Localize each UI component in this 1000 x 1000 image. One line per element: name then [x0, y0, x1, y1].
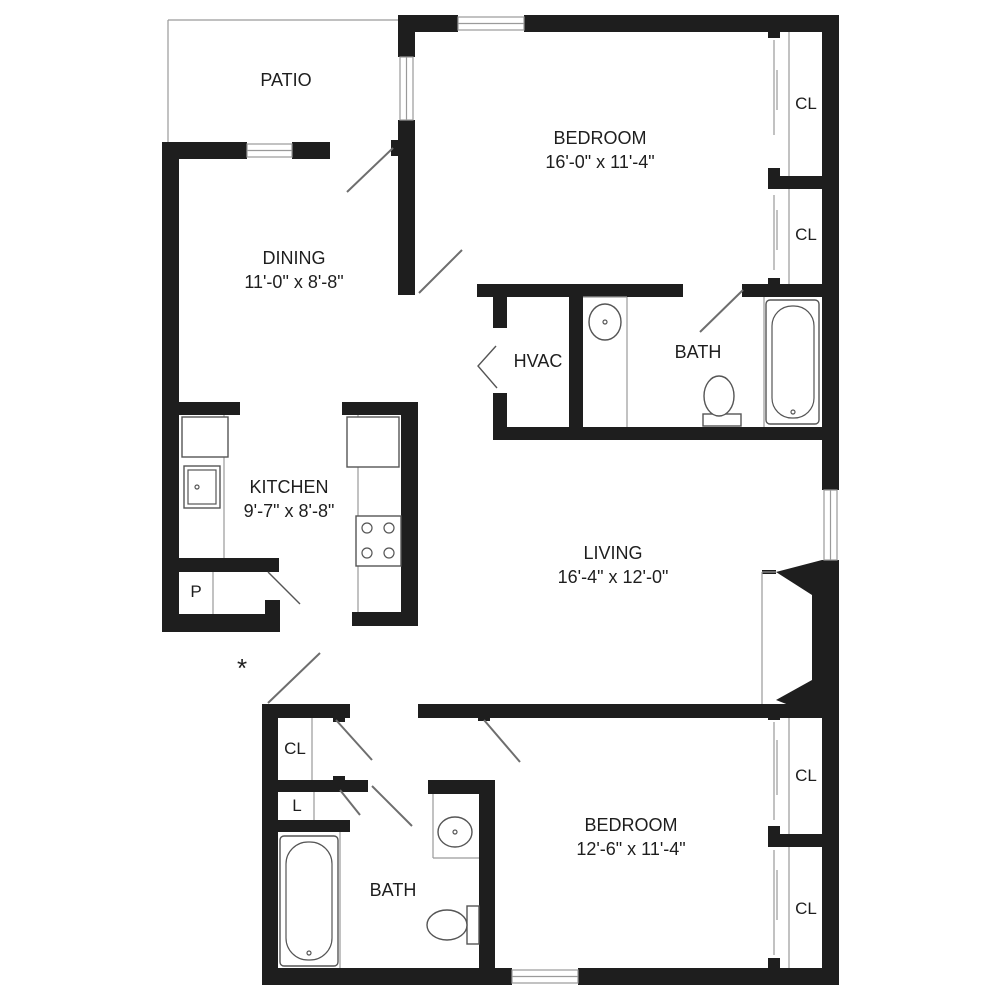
hvac-name: HVAC	[513, 351, 563, 371]
room-label-bedroom-2: BEDROOM 12'-6" x 11'-4"	[576, 813, 685, 861]
closet-b1-bottom-name: CL	[795, 225, 817, 244]
patio-name: PATIO	[260, 70, 312, 90]
bedroom-1-dims: 16'-0" x 11'-4"	[545, 152, 655, 172]
closet-hall-name: CL	[284, 739, 306, 758]
room-label-dining: DINING 11'-0" x 8'-8"	[244, 246, 343, 294]
kitchen-name: KITCHEN	[249, 477, 329, 497]
room-label-bedroom-1: BEDROOM 16'-0" x 11'-4"	[545, 126, 654, 174]
bedroom-2-name: BEDROOM	[584, 815, 678, 835]
pantry-name: P	[190, 582, 202, 601]
closet-b2-bottom-name: CL	[795, 899, 817, 918]
room-label-patio: PATIO	[260, 68, 311, 92]
room-label-closet-b2-bottom: CL	[795, 897, 817, 921]
room-label-closet-hall: CL	[284, 737, 306, 761]
bedroom-2-dims: 12'-6" x 11'-4"	[576, 839, 686, 859]
kitchen-dims: 9'-7" x 8'-8"	[243, 501, 335, 521]
bath-2-name: BATH	[369, 880, 417, 900]
entry-marker: *	[236, 653, 248, 683]
living-name: LIVING	[583, 543, 643, 563]
closet-b1-top-name: CL	[795, 94, 817, 113]
patio-outline	[167, 19, 398, 142]
doors	[267, 147, 744, 827]
windows	[246, 16, 838, 984]
room-label-bath-2: BATH	[370, 878, 417, 902]
room-label-closet-b2-top: CL	[795, 764, 817, 788]
closet-b2-top-name: CL	[795, 766, 817, 785]
dining-name: DINING	[262, 248, 326, 268]
room-label-closet-b1-bottom: CL	[795, 223, 817, 247]
room-label-living: LIVING 16'-4" x 12'-0"	[558, 541, 669, 589]
room-label-linen: L	[292, 794, 301, 818]
room-label-kitchen: KITCHEN 9'-7" x 8'-8"	[244, 475, 335, 523]
living-dims: 16'-4" x 12'-0"	[557, 567, 669, 587]
room-label-closet-b1-top: CL	[795, 92, 817, 116]
bath-1-name: BATH	[674, 342, 722, 362]
room-label-hvac: HVAC	[514, 349, 563, 373]
bedroom-1-name: BEDROOM	[553, 128, 647, 148]
walls	[162, 15, 839, 985]
room-label-pantry: P	[190, 580, 201, 604]
entry-marker-symbol: *	[236, 653, 248, 683]
room-label-bath-1: BATH	[675, 340, 722, 364]
fixtures	[181, 299, 820, 967]
dining-dims: 11'-0" x 8'-8"	[244, 272, 344, 292]
linen-name: L	[292, 796, 302, 815]
